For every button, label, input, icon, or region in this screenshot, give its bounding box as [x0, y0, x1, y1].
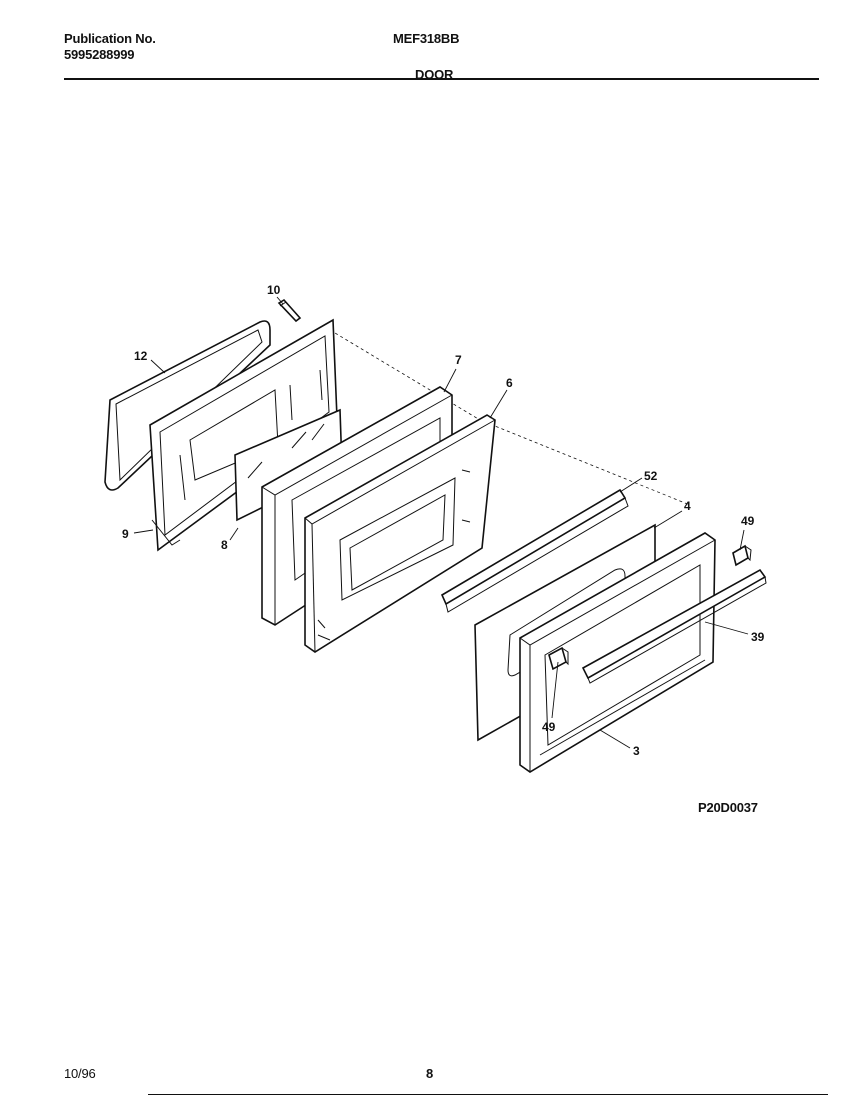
- model-number: MEF318BB: [393, 31, 460, 46]
- callout-7: 7: [455, 353, 462, 367]
- callout-49-top: 49: [741, 514, 755, 528]
- publication-number: 5995288999: [64, 47, 135, 62]
- page-number: 8: [426, 1066, 434, 1081]
- header-rule: [64, 78, 819, 80]
- callout-3: 3: [633, 744, 640, 758]
- callout-9: 9: [122, 527, 129, 541]
- callout-10: 10: [267, 283, 281, 297]
- callout-12: 12: [134, 349, 148, 363]
- publication-label: Publication No.: [64, 31, 156, 46]
- callout-52: 52: [644, 469, 658, 483]
- callout-39: 39: [751, 630, 765, 644]
- handle-cap-right-part: [732, 544, 752, 567]
- handle-cap-left-part: [548, 646, 569, 671]
- callout-8: 8: [221, 538, 228, 552]
- drawing-code: P20D0037: [698, 800, 758, 815]
- callout-4: 4: [684, 499, 691, 513]
- section-title: DOOR: [415, 67, 454, 82]
- handle-part: [581, 568, 767, 684]
- callout-6: 6: [506, 376, 513, 390]
- callout-49-bottom: 49: [542, 720, 556, 734]
- door-panel-part: [304, 414, 496, 653]
- lower-rail-part: [440, 488, 629, 613]
- leader-lines: [133, 296, 749, 749]
- footer-rule: [148, 1094, 828, 1095]
- inner-liner-part: [149, 318, 338, 552]
- revision-date: 10/96: [64, 1066, 96, 1081]
